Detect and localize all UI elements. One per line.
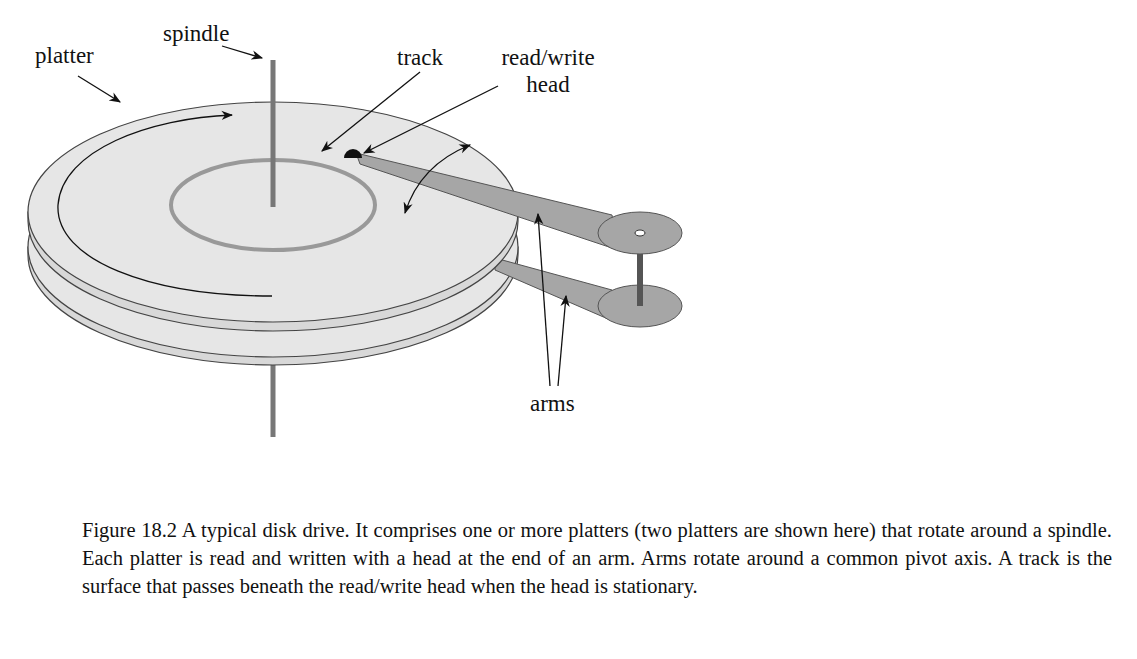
part-label: read/write head bbox=[488, 44, 608, 98]
leader-arrow bbox=[364, 86, 498, 153]
spindle-upper bbox=[271, 60, 276, 207]
part-label: arms bbox=[530, 390, 575, 417]
swing-arrow bbox=[405, 145, 470, 213]
leader-arrow bbox=[538, 214, 550, 386]
lower-arm-pivot bbox=[598, 285, 682, 327]
part-label: track bbox=[397, 44, 443, 71]
read-write-head bbox=[344, 149, 362, 158]
leader-arrow bbox=[78, 76, 120, 102]
leader-arrow bbox=[222, 46, 262, 58]
part-label: spindle bbox=[163, 20, 229, 47]
upper-arm-pivot bbox=[598, 212, 682, 254]
pivot-hole bbox=[635, 230, 645, 236]
leader-arrow bbox=[322, 72, 420, 151]
figure-caption: Figure 18.2 A typical disk drive. It com… bbox=[82, 516, 1112, 600]
part-label: platter bbox=[35, 42, 94, 69]
pivot-post-top bbox=[637, 285, 643, 306]
rotation-arrow bbox=[58, 115, 272, 296]
upper-arm bbox=[356, 153, 618, 250]
leader-arrow bbox=[558, 296, 566, 386]
lower-arm bbox=[495, 258, 615, 322]
